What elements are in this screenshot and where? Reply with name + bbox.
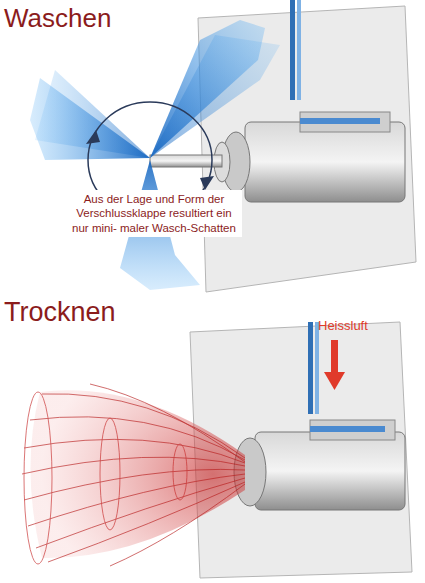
arrow-label: Heissluft	[318, 318, 368, 334]
section-title: Waschen	[4, 2, 111, 35]
note-text: Aus der Lage und Form der Verschlussklap…	[66, 190, 242, 237]
section-title: Trocknen	[4, 296, 116, 330]
